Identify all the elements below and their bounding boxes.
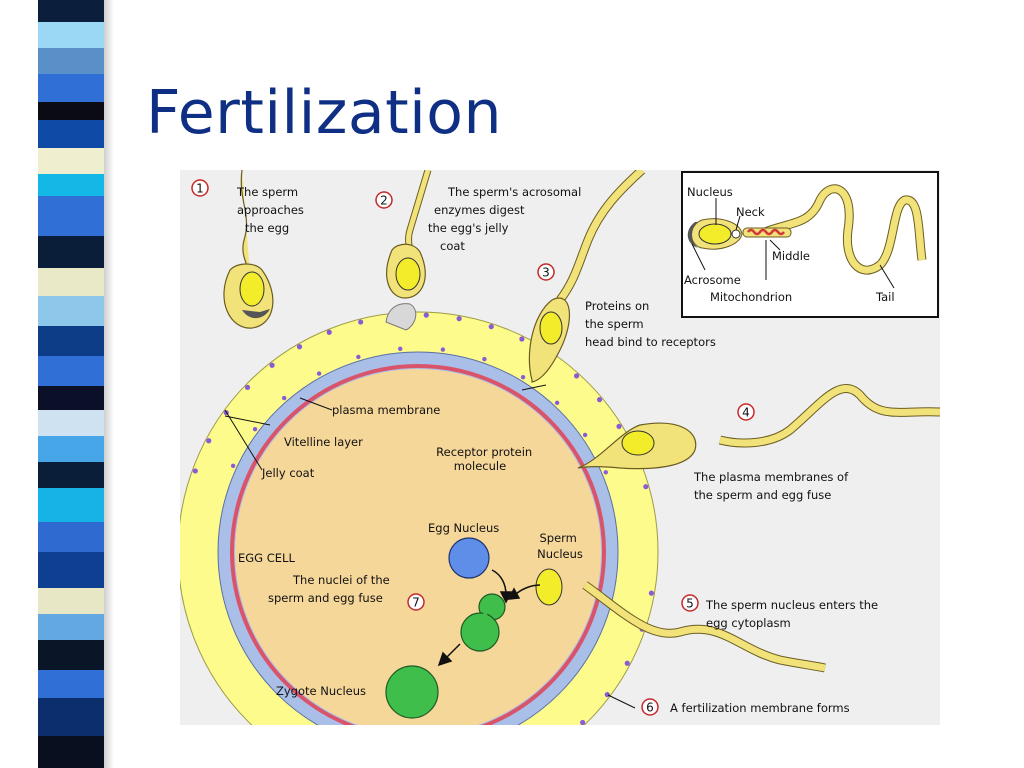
receptor-dot [520, 374, 526, 380]
step-number-circle [537, 263, 555, 281]
sperm-nucleus-label: Sperm Nucleus [537, 531, 583, 561]
receptor-dot [582, 432, 588, 438]
receptor-dot [423, 312, 429, 318]
receptor-dot [624, 660, 630, 666]
egg-nucleus-label: Egg Nucleus [428, 521, 499, 535]
receptor-dot [281, 395, 287, 401]
receptor-dot [398, 346, 403, 351]
receptor-dot [580, 719, 586, 725]
step-number-circle [407, 593, 425, 611]
fusion-arrows [437, 569, 541, 667]
sperm-3 [528, 170, 646, 383]
egg-cell-label: EGG CELL [238, 551, 295, 565]
egg-nucleus [448, 537, 490, 579]
inset-acrosome-label: Acrosome [684, 273, 741, 287]
receptor-dot [244, 384, 251, 390]
receptor-dot [358, 319, 364, 325]
fusing-nuclei [460, 593, 506, 652]
step-number-circle [641, 698, 659, 716]
receptor-dot [296, 344, 303, 350]
plasma-membrane [230, 364, 606, 725]
inset-middle-label: Middle [772, 249, 810, 263]
receptor-dot [440, 347, 446, 352]
zygote-nucleus [385, 665, 439, 719]
step-number: 1 [196, 182, 204, 196]
receptor-dot [356, 354, 361, 360]
receptor-dot [206, 438, 212, 444]
sperm-1 [223, 170, 274, 329]
sperm-5-tail [582, 581, 826, 673]
receptor-dot [252, 427, 258, 432]
step-number-circle [681, 594, 699, 612]
vitelline-layer-label: Vitelline layer [284, 435, 363, 449]
receptor-protein-label: Receptor protein molecule [436, 445, 536, 473]
receptor-dot [648, 590, 654, 596]
sperm-4 [577, 384, 940, 470]
step-number: 2 [380, 194, 388, 208]
plasma-membrane-label: plasma membrane [332, 403, 440, 417]
zygote-nucleus-label: Zygote Nucleus [276, 684, 366, 698]
inset-neck-label: Neck [736, 205, 765, 219]
sperm-nucleus [535, 568, 563, 606]
step-number: 7 [412, 596, 420, 610]
receptor-dot [554, 400, 560, 406]
step-number: 4 [742, 406, 750, 420]
receptor-dot [519, 336, 525, 342]
step-number-circle [191, 179, 209, 197]
receptor-dot [269, 362, 275, 368]
egg-cytoplasm [235, 369, 601, 725]
slide-title: Fertilization [146, 78, 503, 148]
receptor-dot [616, 423, 622, 430]
decorative-side-strip [38, 0, 104, 768]
receptor-dot [326, 329, 332, 335]
step-number: 6 [646, 701, 654, 715]
receptor-dot [456, 316, 462, 322]
inset-tail-label: Tail [875, 290, 895, 304]
receptor-dot [573, 373, 580, 379]
receptor-dot [488, 323, 494, 330]
step-number: 5 [686, 597, 694, 611]
receptor-dot [192, 468, 198, 474]
step-6-label: A fertilization membrane forms [670, 701, 850, 715]
step-number-circle [737, 403, 755, 421]
leader-lines [224, 384, 636, 709]
strip-shadow [104, 0, 114, 768]
receptor-dot [643, 484, 649, 490]
inset-nucleus-label: Nucleus [687, 185, 733, 199]
receptor-dot [230, 463, 236, 468]
step-number: 3 [542, 266, 550, 280]
inset-mitochondrion-label: Mitochondrion [710, 290, 792, 304]
jelly-coat-label: Jelly coat [261, 466, 315, 480]
step-numbers: 1 2 3 4 5 6 7 [191, 179, 755, 716]
receptor-dot [596, 397, 603, 403]
receptor-dot [482, 356, 487, 362]
sperm-2 [385, 170, 432, 331]
receptor-dot [603, 470, 608, 475]
step-number-circle [375, 191, 393, 209]
receptor-dot [604, 692, 610, 698]
receptor-dot [316, 371, 322, 376]
